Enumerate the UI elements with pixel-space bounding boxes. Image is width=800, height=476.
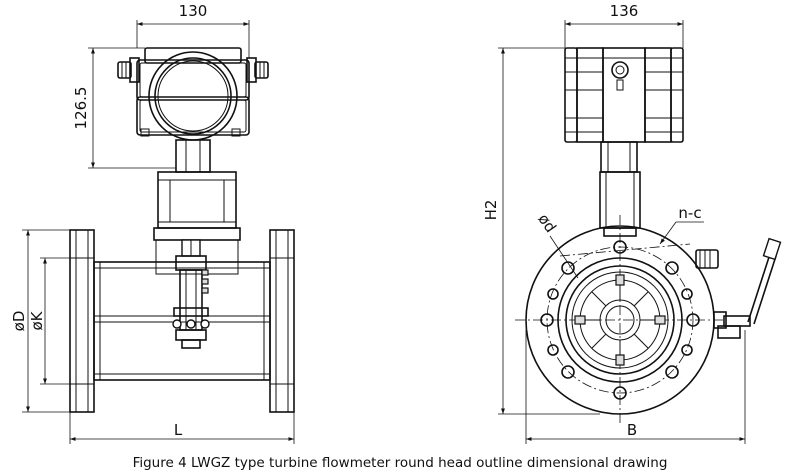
flange-side [515, 215, 725, 425]
pipe-body [93, 239, 271, 381]
front-view: 130 126.5 øD øK L [10, 2, 295, 444]
support-block [153, 171, 241, 241]
flanges [69, 229, 295, 413]
transmitter-head [117, 47, 269, 173]
figure-caption: Figure 4 LWGZ type turbine flowmeter rou… [132, 455, 668, 471]
dim-bolt-circle: øK [28, 257, 70, 385]
bolt-holes [540, 240, 700, 400]
valve-handle [695, 237, 782, 339]
dimension-130-label: 130 [179, 2, 208, 20]
dim-overall-height: H2 [482, 47, 600, 415]
dim-flange-diameter: øD [10, 229, 70, 413]
dimension-h2-label: H2 [482, 200, 500, 221]
dimension-126-5-label: 126.5 [72, 87, 90, 130]
transmitter-head-side [564, 47, 684, 237]
dim-width: B [525, 330, 746, 444]
dimension-width-label: B [627, 421, 637, 439]
dim-130: 130 [136, 2, 250, 58]
hanger-assembly [172, 239, 210, 349]
side-view: 136 H2 ød n-c B [482, 2, 782, 444]
dimension-flange-diameter-label: øD [10, 311, 28, 332]
dimension-bolt-circle-label: øK [28, 310, 46, 330]
dim-length: L [69, 412, 295, 444]
dim-bolt-count: n-c [659, 204, 704, 245]
dim-126-5: 126.5 [72, 47, 176, 169]
dimension-n-c-label: n-c [678, 204, 701, 222]
dim-136: 136 [564, 2, 684, 48]
dimension-136-label: 136 [610, 2, 639, 20]
dimension-length-label: L [174, 421, 183, 439]
dimension-bolt-hole-label: ød [534, 210, 559, 236]
